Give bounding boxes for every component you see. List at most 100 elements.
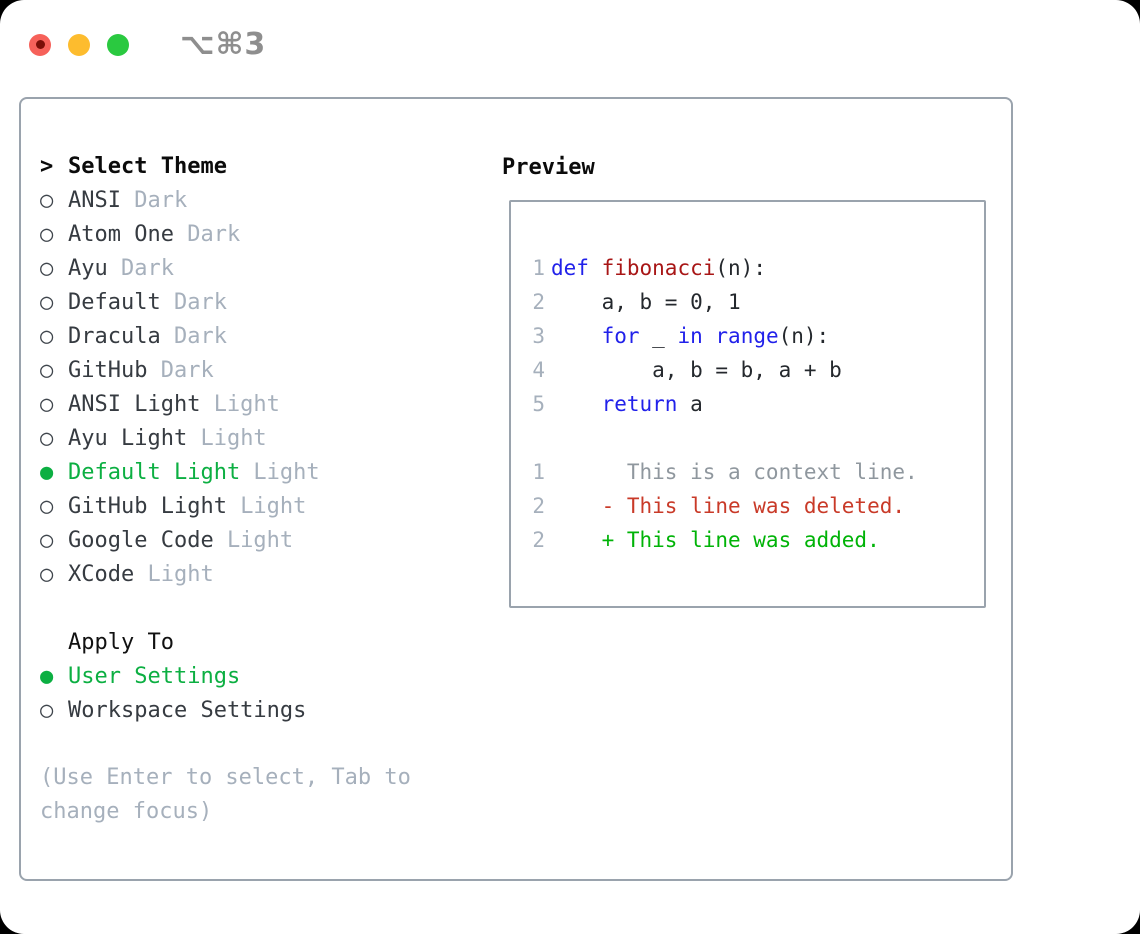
theme-item-ayu-light[interactable]: ○ Ayu Light Light: [40, 421, 500, 455]
radio-unselected-icon: ○: [40, 561, 54, 587]
code-token: in: [677, 324, 703, 348]
code-line-content: return a: [551, 392, 703, 416]
theme-item-label: Default: [68, 289, 161, 315]
apply-to-title: Apply To: [68, 629, 174, 655]
code-line-content: def fibonacci(n):: [551, 256, 766, 280]
zoom-button[interactable]: [107, 33, 129, 56]
line-number: 1: [532, 256, 545, 280]
close-button[interactable]: [29, 33, 51, 56]
radio-unselected-icon: ○: [40, 187, 54, 213]
theme-item-label: Ayu: [68, 255, 108, 281]
line-number: 5: [532, 392, 545, 416]
theme-variant-label: Dark: [120, 255, 174, 281]
minimize-button[interactable]: [68, 33, 90, 56]
radio-unselected-icon: ○: [40, 527, 54, 553]
help-text: (Use Enter to select, Tab to change focu…: [40, 765, 411, 824]
radio-unselected-icon: ○: [40, 425, 54, 451]
radio-unselected-icon: ○: [40, 493, 54, 519]
code-token: [551, 324, 602, 348]
theme-variant-label: Light: [240, 493, 307, 519]
code-token: This is a context line.: [551, 460, 918, 484]
radio-selected-icon: ●: [40, 459, 54, 485]
theme-variant-label: Light: [200, 425, 267, 451]
radio-unselected-icon: ○: [40, 391, 54, 417]
code-token: (n):: [778, 324, 830, 348]
code-token: a, b = 0, 1: [551, 290, 741, 314]
radio-selected-icon: ●: [40, 663, 54, 689]
select-theme-header: > Select Theme: [40, 149, 500, 183]
theme-item-label: GitHub Light: [68, 493, 227, 519]
theme-variant-label: Light: [253, 459, 320, 485]
apply-option-workspace-settings[interactable]: ○ Workspace Settings: [40, 693, 500, 727]
code-line-content: This is a context line.: [551, 460, 918, 484]
window-title: ⌥⌘3: [180, 27, 267, 62]
theme-variant-label: Light: [213, 391, 280, 417]
radio-unselected-icon: ○: [40, 697, 54, 723]
radio-unselected-icon: ○: [40, 323, 54, 349]
theme-item-google-code[interactable]: ○ Google Code Light: [40, 523, 500, 557]
code-token: fibonacci: [601, 256, 716, 280]
code-token: + This line was added.: [551, 528, 880, 552]
code-line-content: - This line was deleted.: [551, 494, 905, 518]
apply-option-label: Workspace Settings: [68, 697, 307, 723]
theme-item-label: Google Code: [68, 527, 214, 553]
code-token: a: [677, 392, 703, 416]
code-token: _: [639, 324, 678, 348]
code-line-5: 5 return a: [531, 387, 984, 421]
code-token: def: [551, 256, 589, 280]
code-line-content: + This line was added.: [551, 528, 880, 552]
spacer: [40, 591, 500, 625]
code-token: [551, 392, 602, 416]
apply-to-header: Apply To: [40, 625, 500, 659]
radio-unselected-icon: ○: [40, 289, 54, 315]
apply-to-list: ● User Settings ○ Workspace Settings: [40, 659, 500, 727]
code-token: [703, 324, 716, 348]
code-token: a, b = b, a + b: [551, 358, 842, 382]
theme-variant-label: Dark: [160, 357, 214, 383]
code-token: (n):: [715, 256, 766, 280]
code-line-2: 2 a, b = 0, 1: [531, 285, 984, 319]
theme-item-ayu[interactable]: ○ Ayu Dark: [40, 251, 500, 285]
line-number: 2: [532, 494, 545, 518]
diff-context-line: 1 This is a context line.: [531, 455, 984, 489]
radio-unselected-icon: ○: [40, 357, 54, 383]
titlebar: ⌥⌘3: [29, 27, 266, 62]
code-blank-line: [531, 421, 984, 455]
code-token: [589, 256, 602, 280]
theme-item-label: ANSI: [68, 187, 121, 213]
theme-variant-label: Dark: [173, 323, 227, 349]
line-number: 3: [532, 324, 545, 348]
spacer: [40, 727, 500, 761]
theme-variant-label: Dark: [173, 289, 227, 315]
theme-item-label: Ayu Light: [68, 425, 188, 451]
theme-item-label: Atom One: [68, 221, 174, 247]
preview-title: Preview: [502, 154, 595, 180]
diff-added-line: 2 + This line was added.: [531, 523, 984, 557]
apply-option-user-settings[interactable]: ● User Settings: [40, 659, 500, 693]
line-number: 4: [532, 358, 545, 382]
theme-item-label: XCode: [68, 561, 135, 587]
code-line-3: 3 for _ in range(n):: [531, 319, 984, 353]
theme-item-default-light[interactable]: ● Default Light Light: [40, 455, 500, 489]
line-number: 2: [532, 290, 545, 314]
theme-item-label: Default Light: [68, 459, 241, 485]
code-line-4: 4 a, b = b, a + b: [531, 353, 984, 387]
apply-option-label: User Settings: [68, 663, 241, 689]
theme-variant-label: Light: [226, 527, 294, 553]
code-token: return: [601, 392, 678, 416]
theme-item-github-light[interactable]: ○ GitHub Light Light: [40, 489, 500, 523]
radio-unselected-icon: ○: [40, 255, 54, 281]
code-token: - This line was deleted.: [551, 494, 906, 518]
theme-item-default[interactable]: ○ Default Dark: [40, 285, 500, 319]
diff-deleted-line: 2 - This line was deleted.: [531, 489, 984, 523]
